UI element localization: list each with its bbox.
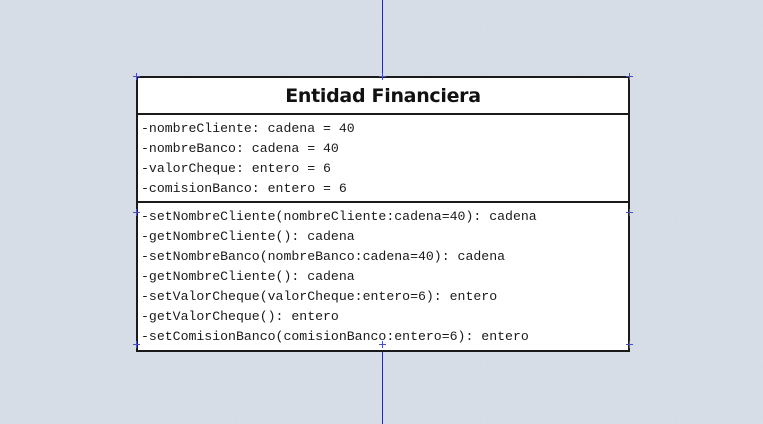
class-header: Entidad Financiera	[138, 78, 628, 115]
grid-line	[0, 24, 763, 25]
uml-class-box[interactable]: Entidad Financiera -nombreCliente: caden…	[136, 76, 630, 352]
resize-handle[interactable]	[626, 209, 633, 216]
method-row: -getNombreCliente(): cadena	[141, 229, 355, 244]
method-row: -setComisionBanco(comisionBanco:entero=6…	[141, 329, 529, 344]
connector-line-top[interactable]	[382, 0, 383, 77]
attributes-section: -nombreCliente: cadena = 40 -nombreBanco…	[138, 115, 628, 203]
connector-line-bottom[interactable]	[382, 345, 383, 424]
grid-line	[725, 0, 726, 424]
method-row: -getValorCheque(): entero	[141, 309, 339, 324]
resize-handle[interactable]	[133, 341, 140, 348]
grid-line	[0, 73, 763, 74]
grid-line	[39, 0, 40, 424]
grid-line	[0, 416, 763, 417]
method-row: -getNombreCliente(): cadena	[141, 269, 355, 284]
resize-handle[interactable]	[626, 341, 633, 348]
resize-handle[interactable]	[133, 209, 140, 216]
methods-section: -setNombreCliente(nombreCliente:cadena=4…	[138, 203, 628, 350]
attribute-row: -comisionBanco: entero = 6	[141, 181, 347, 196]
resize-handle[interactable]	[379, 73, 386, 80]
attribute-row: -nombreCliente: cadena = 40	[141, 121, 355, 136]
method-row: -setNombreCliente(nombreCliente:cadena=4…	[141, 209, 537, 224]
grid-line	[0, 367, 763, 368]
grid-line	[88, 0, 89, 424]
class-name: Entidad Financiera	[285, 84, 481, 107]
attribute-row: -nombreBanco: cadena = 40	[141, 141, 339, 156]
resize-handle[interactable]	[133, 73, 140, 80]
method-row: -setValorCheque(valorCheque:entero=6): e…	[141, 289, 498, 304]
method-row: -setNombreBanco(nombreBanco:cadena=40): …	[141, 249, 506, 264]
attribute-row: -valorCheque: entero = 6	[141, 161, 331, 176]
grid-line	[676, 0, 677, 424]
resize-handle[interactable]	[626, 73, 633, 80]
resize-handle[interactable]	[379, 341, 386, 348]
